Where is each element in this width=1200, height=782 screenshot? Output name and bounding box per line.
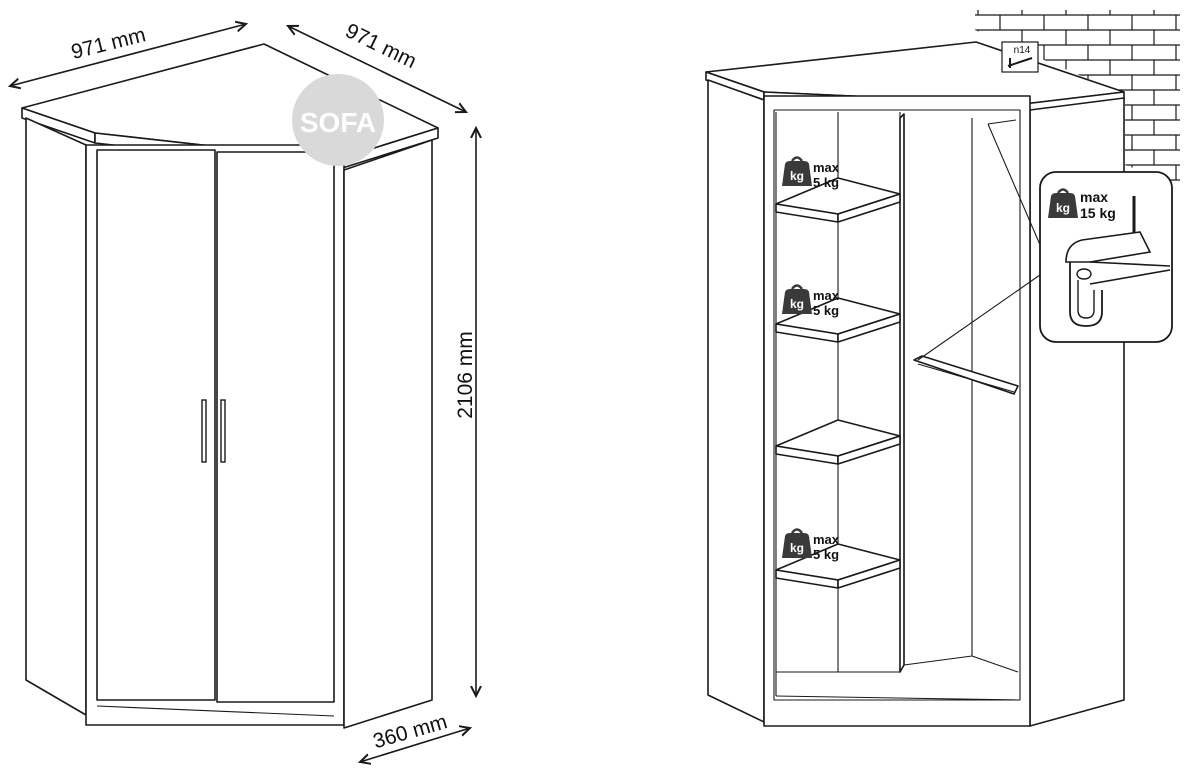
hardware-tag-text: n14 (1014, 45, 1031, 56)
open-wardrobe (705, 41, 1125, 727)
left-door (96, 149, 216, 701)
rail-detail-callout: kg max 15 kg (1039, 171, 1173, 343)
right-door (216, 151, 335, 703)
badge-unit: kg (790, 169, 804, 183)
width-left-arrow (10, 24, 246, 86)
badge-limit: 5 kg (813, 175, 839, 190)
depth-arrow (360, 728, 470, 762)
shelf-weight-badge: kg max 5 kg (780, 528, 840, 562)
hanging-rail (913, 355, 1019, 395)
rail-hook-icon (1065, 231, 1171, 327)
shelf (775, 177, 901, 223)
badge-label: max (813, 160, 840, 175)
rail-badge-label: max (1080, 189, 1108, 205)
width-right-arrow (288, 26, 466, 112)
badge-label: max (813, 288, 840, 303)
callout-leader (917, 267, 1051, 361)
badge-unit: kg (790, 541, 804, 555)
shelf (775, 543, 901, 589)
shelf-weight-badge: kg max 5 kg (780, 156, 840, 190)
height-label: 2106 mm (454, 331, 477, 419)
closed-wardrobe (21, 43, 439, 729)
wall-fixing-icon: n14 (1001, 41, 1039, 73)
shelf (775, 419, 901, 465)
rail-badge-limit: 15 kg (1080, 205, 1116, 221)
badge-limit: 5 kg (813, 303, 839, 318)
badge-unit: kg (790, 297, 804, 311)
badge-label: max (813, 532, 840, 547)
brick-wall (975, 10, 1180, 185)
rail-weight-icon: kg (1046, 188, 1080, 220)
sofa-watermark: SOFA (292, 74, 384, 166)
rail-badge-unit: kg (1056, 201, 1070, 215)
badge-limit: 5 kg (813, 547, 839, 562)
watermark-text: SOFA (300, 107, 376, 138)
shelf-weight-badge: kg max 5 kg (780, 284, 840, 318)
width-right-label: 971 mm (342, 19, 420, 73)
right-door-handle (220, 399, 226, 463)
shelf (775, 297, 901, 343)
left-door-handle (201, 399, 207, 463)
width-left-label: 971 mm (69, 23, 148, 64)
